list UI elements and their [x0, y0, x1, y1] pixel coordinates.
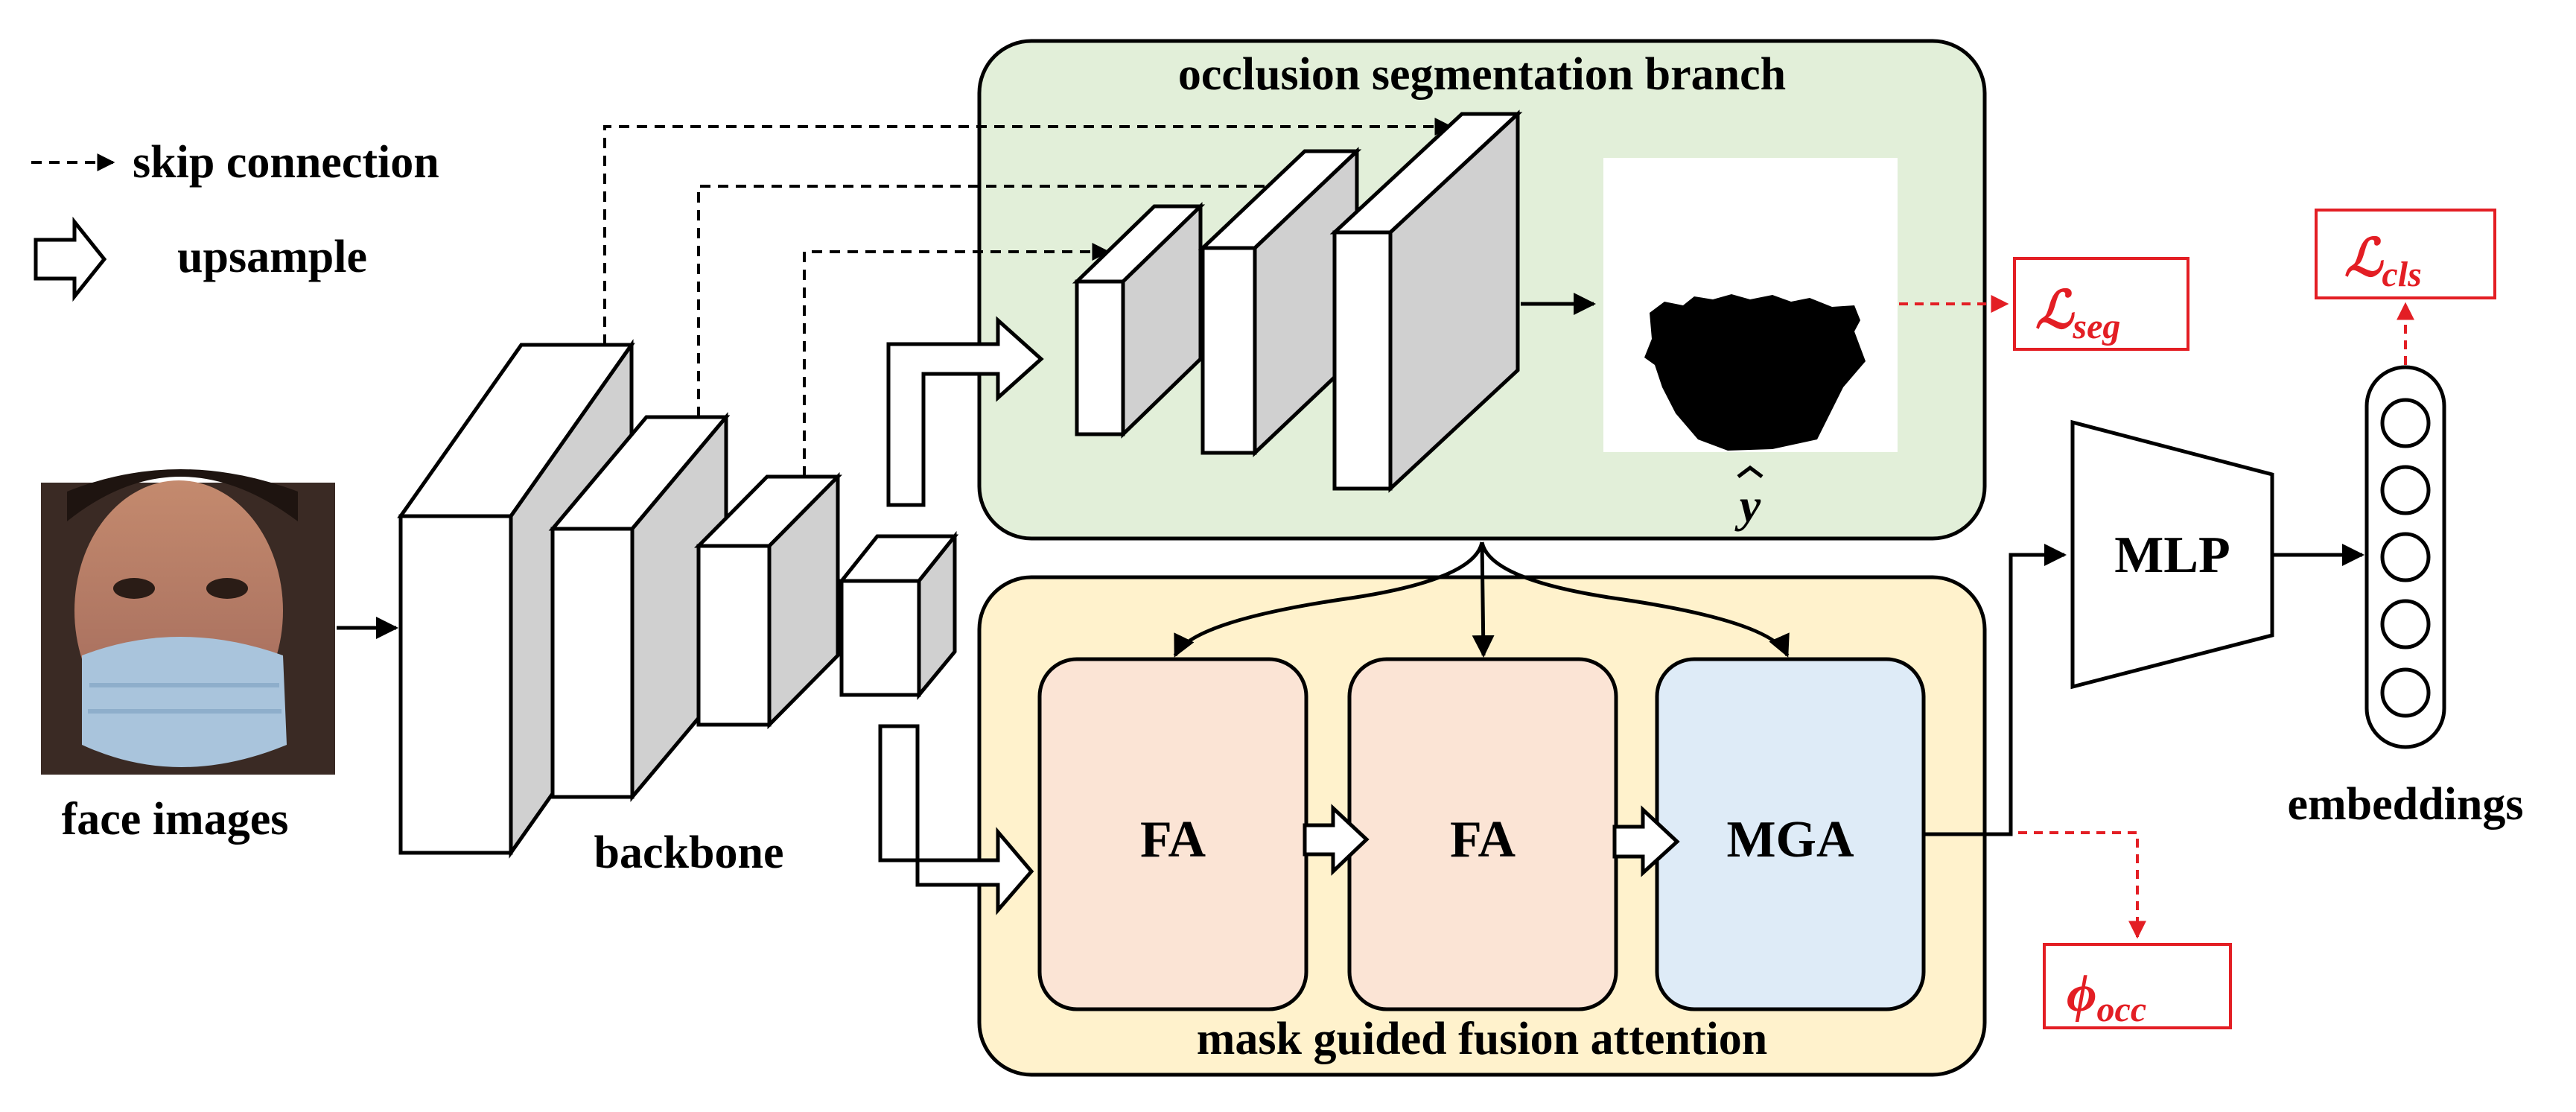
fa1-to-fa2-arrow [1303, 804, 1370, 876]
decoder-block-2 [1198, 147, 1362, 457]
decoder-block-1 [1072, 202, 1206, 439]
mga-to-mlp-arrow [1925, 544, 2067, 836]
mlp-block [2070, 419, 2274, 690]
cls-loss-box [2315, 209, 2496, 299]
legend-upsample-icon [34, 216, 107, 302]
embeddings-label: embeddings [2288, 779, 2524, 830]
fusion-title: mask guided fusion attention [1197, 1014, 1768, 1064]
fa2-to-mga-arrow [1612, 805, 1680, 877]
mlp-label: MLP [2114, 527, 2230, 584]
occ-box [2043, 943, 2232, 1029]
seg-loss-label: ℒseg [2035, 282, 2120, 346]
decoder-block-3 [1329, 109, 1523, 493]
backbone-block-3 [694, 471, 842, 730]
face-images-label: face images [62, 794, 289, 845]
seg-to-fusion-arrows [1173, 541, 1790, 658]
skip-connection-3 [803, 243, 1110, 477]
embeddings-vector [2364, 365, 2446, 749]
upsample-arrow-to-seg [886, 316, 1044, 507]
skip-connection-1 [603, 118, 1453, 345]
backbone-label: backbone [594, 827, 784, 878]
mga-label: MGA [1726, 811, 1854, 868]
legend-skip-label: skip connection [133, 137, 439, 188]
backbone-block-4 [837, 530, 959, 700]
predicted-mask-image [1603, 158, 1898, 452]
fa-1-label: FA [1140, 811, 1206, 868]
seg-branch-title: occlusion segmentation branch [1178, 49, 1786, 100]
legend-upsample-label: upsample [177, 232, 367, 282]
skip-connection-2 [697, 177, 1300, 417]
face-image [41, 469, 335, 775]
occ-label: ϕocc [2067, 965, 2146, 1029]
fa-2-label: FA [1450, 811, 1516, 868]
upsample-arrow-to-fusion [878, 724, 1034, 915]
occ-output-arrow [2018, 831, 2146, 939]
cls-loss-label: ℒcls [2344, 230, 2422, 294]
seg-loss-box [2013, 257, 2189, 351]
